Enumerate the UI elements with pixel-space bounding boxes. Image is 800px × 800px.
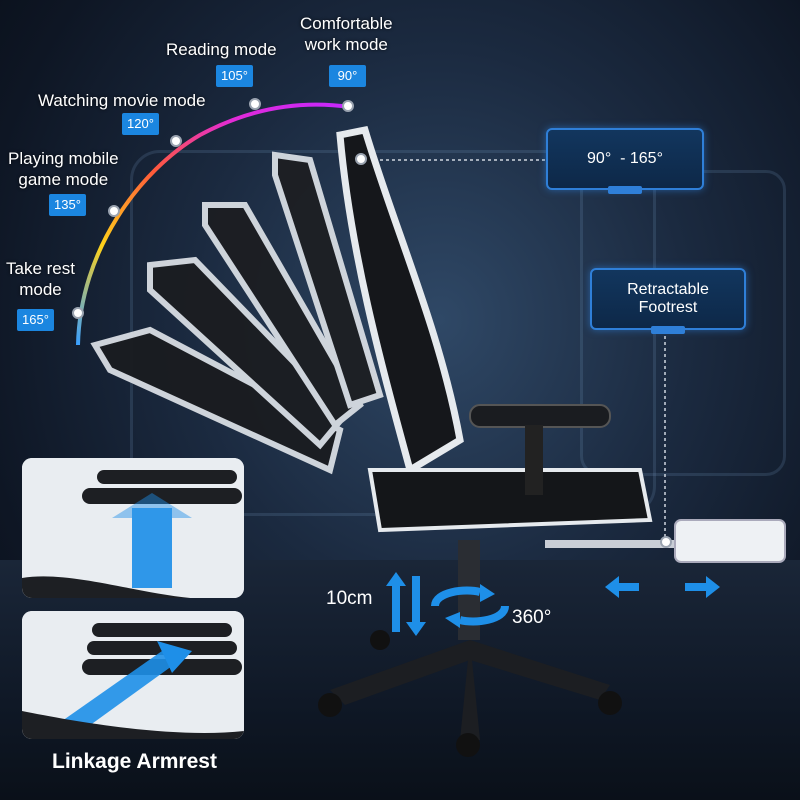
footrest-text: Retractable Footrest [627, 281, 709, 316]
angle-badge-165: 165° [17, 309, 54, 331]
footrest-panel: Retractable Footrest [590, 268, 746, 334]
footrest-marker [660, 536, 672, 548]
armrest-caption: Linkage Armrest [52, 750, 217, 773]
armrest-inset-top [22, 458, 244, 598]
panel-tab [651, 326, 685, 334]
arc-marker-90 [342, 100, 354, 112]
arc-marker-165 [72, 307, 84, 319]
mode-label-take-rest: Take rest mode [6, 259, 75, 299]
footrest-slide-arrows [605, 576, 720, 598]
mode-label-watching-movie: Watching movie mode [38, 91, 206, 110]
swivel-icon [431, 584, 509, 628]
height-label: 10cm [326, 588, 373, 609]
angle-badge-90: 90° [329, 65, 366, 87]
panel-tab [608, 186, 642, 194]
recline-range-panel: 90° - 165° [546, 128, 704, 194]
arc-marker-135 [108, 205, 120, 217]
mode-label-playing-mobile-game: Playing mobile game mode [8, 149, 119, 189]
angle-badge-135: 135° [49, 194, 86, 216]
mode-label-reading: Reading mode [166, 40, 277, 59]
angle-badge-120: 120° [122, 113, 159, 135]
arc-marker-105 [249, 98, 261, 110]
armrest-inset-bottom [22, 611, 244, 739]
angle-badge-105: 105° [216, 65, 253, 87]
mode-label-comfortable-work: Comfortable work mode [300, 14, 393, 54]
swivel-label: 360° [512, 607, 552, 628]
backrest-marker [355, 153, 367, 165]
arc-marker-120 [170, 135, 182, 147]
armrest-height-illustration [22, 458, 244, 598]
height-adjust-icon [386, 572, 426, 636]
armrest-linkage-illustration [22, 611, 244, 739]
recline-range-text: 90° - 165° [587, 150, 663, 167]
